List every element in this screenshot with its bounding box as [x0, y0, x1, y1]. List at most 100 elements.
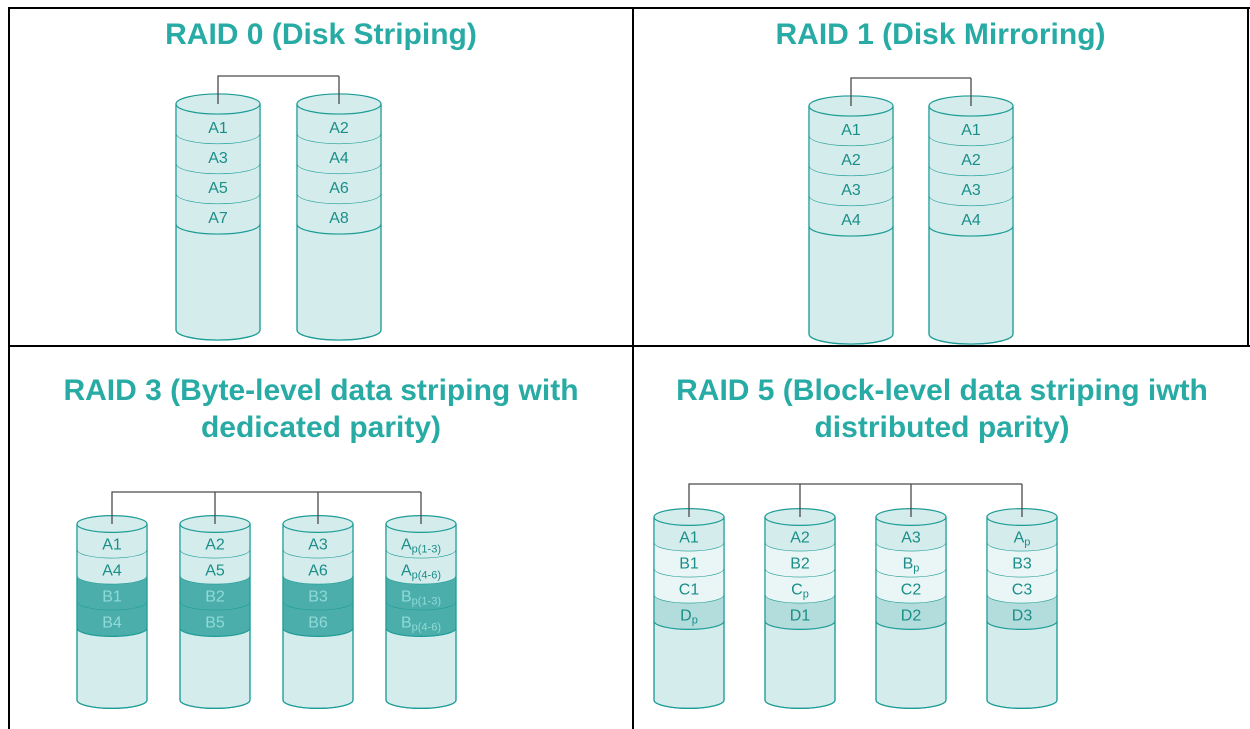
block-label: A1 [961, 122, 981, 139]
disk-block [809, 196, 893, 237]
raid3-diagram: A1A4B1B4A2A5B2B5A3A6B3B6Ap(1-3)Ap(4-6)Bp… [76, 514, 457, 709]
block-label: B4 [102, 615, 122, 632]
block-divider [808, 165, 894, 177]
disk-block [77, 524, 147, 559]
block-label-main: B3 [1012, 556, 1032, 573]
block-label-main: A2 [841, 152, 861, 169]
disk-block [180, 550, 250, 585]
block-label-main: A3 [308, 537, 328, 554]
block-label-main: A3 [901, 530, 921, 547]
block-divider [875, 542, 947, 552]
block-divider [385, 549, 457, 559]
block-label-main: B6 [308, 615, 328, 632]
disk-outline [385, 524, 457, 709]
block-label: A4 [961, 212, 981, 229]
block-divider [653, 568, 725, 578]
raid3-connector [111, 491, 422, 524]
block-label-main: A4 [329, 150, 349, 167]
block-divider [179, 575, 251, 585]
block-label-main: A3 [961, 182, 981, 199]
disk-block [987, 595, 1057, 630]
block-divider [986, 542, 1058, 552]
raid5-connector [688, 483, 1023, 517]
block-label-main: A6 [329, 180, 349, 197]
block-label-main: A7 [208, 210, 228, 227]
block-label-main: A1 [841, 122, 861, 139]
block-divider [875, 594, 947, 604]
block-label-sub: p(4-6) [412, 570, 441, 582]
disk-block [654, 595, 724, 630]
disk-outline [928, 106, 1014, 345]
disk-block [77, 576, 147, 611]
block-divider [764, 620, 836, 630]
middle-divider [632, 7, 634, 729]
block-divider [764, 542, 836, 552]
raid5-title: RAID 5 (Block-level data striping iwth d… [634, 372, 1250, 446]
block-label-main: B2 [205, 589, 225, 606]
disk-block [77, 602, 147, 637]
block-label-main: B [903, 556, 914, 573]
disk-block [654, 569, 724, 604]
block-label: A1 [102, 537, 122, 554]
block-divider [175, 223, 261, 235]
block-label-sub: p(1-3) [412, 544, 441, 556]
disk-block [929, 196, 1013, 237]
block-divider [653, 620, 725, 630]
raid5-title-line-1: RAID 5 (Block-level data striping iwth [676, 374, 1208, 407]
block-label-main: B [401, 615, 412, 632]
block-label-main: A5 [205, 563, 225, 580]
block-label-main: B1 [102, 589, 122, 606]
block-label: C1 [679, 582, 700, 599]
block-label: Cp [791, 582, 809, 601]
block-divider [179, 549, 251, 559]
block-label-main: A3 [208, 150, 228, 167]
block-label-main: C3 [1012, 582, 1033, 599]
disk-outline [179, 524, 251, 709]
block-label: B2 [205, 589, 225, 606]
block-divider [282, 549, 354, 559]
block-divider [986, 594, 1058, 604]
disk-block [386, 550, 456, 585]
block-divider [282, 575, 354, 585]
block-label: B1 [102, 589, 122, 606]
raid3-title-line-1: RAID 3 (Byte-level data striping with [63, 374, 579, 407]
disk-block [929, 136, 1013, 177]
block-label: Bp [903, 556, 920, 575]
right-border [1247, 7, 1249, 347]
block-divider [282, 627, 354, 637]
block-divider [653, 542, 725, 552]
raid3-disk-4: Ap(1-3)Ap(4-6)Bp(1-3)Bp(4-6) [385, 514, 457, 709]
disk-block [876, 517, 946, 552]
block-label: Bp(4-6) [401, 615, 441, 634]
block-label-main: A2 [790, 530, 810, 547]
block-divider [808, 225, 894, 237]
block-label-main: B3 [308, 589, 328, 606]
left-border [8, 7, 10, 729]
block-divider [76, 575, 148, 585]
block-label-sub: p [803, 589, 809, 601]
raid5-title-line-2: distributed parity) [814, 411, 1070, 444]
disk-block [176, 164, 260, 205]
disk-block [987, 569, 1057, 604]
block-divider [179, 627, 251, 637]
block-label: A5 [208, 180, 228, 197]
block-label-main: A [401, 537, 412, 554]
raid1-connector [850, 77, 972, 106]
block-divider [296, 193, 382, 205]
block-label-main: A5 [208, 180, 228, 197]
disk-block [176, 134, 260, 175]
top-border [8, 7, 1250, 9]
block-divider [175, 133, 261, 145]
disk-block [876, 543, 946, 578]
disk-block [987, 543, 1057, 578]
block-label-sub: p [692, 615, 698, 627]
block-divider [385, 575, 457, 585]
disk-block [180, 524, 250, 559]
block-label: B3 [308, 589, 328, 606]
disk-block [876, 595, 946, 630]
block-divider [76, 601, 148, 611]
